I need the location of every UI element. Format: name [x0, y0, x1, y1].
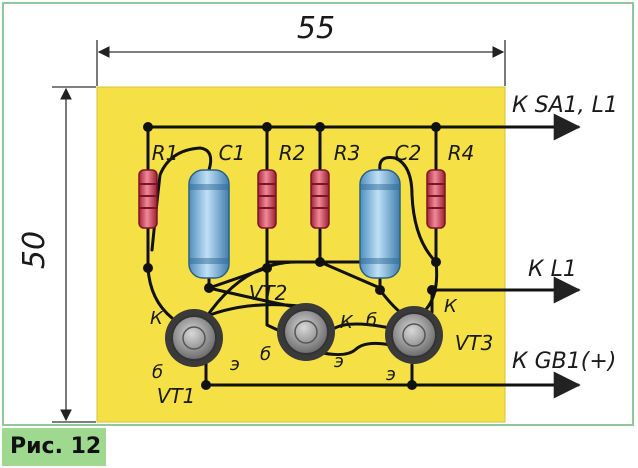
- label-r1: R1: [152, 141, 179, 165]
- vt1-base-label: б: [152, 362, 163, 383]
- label-vt3: VT3: [455, 331, 494, 355]
- capacitor-c1: [188, 169, 230, 279]
- transistor-vt2: [277, 303, 335, 361]
- label-vt1: VT1: [157, 384, 196, 408]
- circuit-diagram: 55 50: [17, 11, 618, 423]
- connection-middle-label: К L1: [528, 257, 577, 282]
- resistor-r2: [257, 169, 277, 229]
- vt3-collector-label: К: [444, 296, 458, 317]
- figure-caption: Рис. 12: [2, 428, 106, 466]
- vt2-emitter-label: э: [334, 351, 344, 372]
- junctions: [143, 122, 441, 390]
- label-c1: C1: [219, 141, 246, 165]
- transistor-vt3: [385, 306, 443, 364]
- width-label: 55: [297, 11, 335, 46]
- vt1-emitter-label: э: [230, 354, 240, 375]
- vt2-collector-label: К: [340, 312, 354, 333]
- resistor-r1: [138, 169, 158, 229]
- resistor-r3: [310, 169, 330, 229]
- label-c2: C2: [395, 141, 422, 165]
- label-r2: R2: [279, 141, 306, 165]
- transistor-vt1: [165, 309, 223, 367]
- connection-bottom-label: К GB1(+): [512, 349, 616, 374]
- label-vt2: VT2: [249, 281, 288, 305]
- vt3-emitter-label: э: [386, 364, 396, 385]
- resistor-r4: [426, 169, 446, 229]
- label-r3: R3: [334, 141, 361, 165]
- vt3-base-label: б: [366, 310, 377, 331]
- label-r4: R4: [448, 141, 475, 165]
- height-dimension: 50: [17, 86, 96, 423]
- connection-top-label: К SA1, L1: [512, 93, 618, 118]
- vt1-collector-label: К: [150, 308, 164, 329]
- width-dimension: 55: [96, 11, 506, 86]
- vt2-base-label: б: [260, 344, 271, 365]
- height-label: 50: [17, 231, 52, 269]
- capacitor-c2: [359, 169, 401, 279]
